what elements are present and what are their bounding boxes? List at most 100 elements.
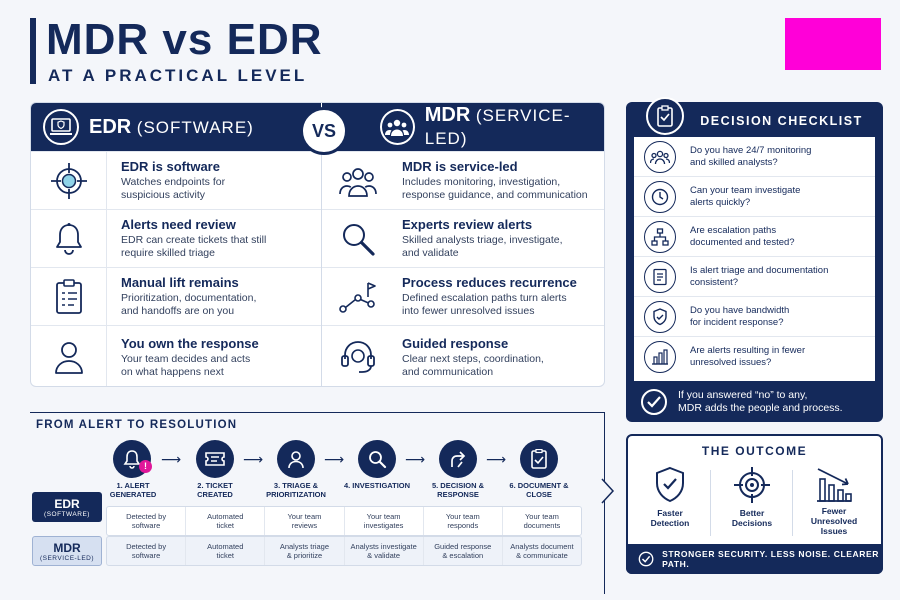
mdr-row-title: Process reduces recurrence bbox=[402, 275, 577, 290]
check-circle-icon bbox=[641, 389, 667, 415]
flow-title: FROM ALERT TO RESOLUTION bbox=[36, 419, 238, 431]
edr-row-desc: EDR can create tickets that still requir… bbox=[121, 234, 267, 259]
mdr-row-desc: Includes monitoring, investigation, resp… bbox=[402, 176, 588, 201]
outcome-footer: STRONGER SECURITY. LESS NOISE. CLEARER P… bbox=[626, 544, 883, 574]
checklist-question: Is alert triage and documentation consis… bbox=[690, 264, 829, 288]
person-icon bbox=[277, 440, 315, 478]
checklist-question: Do you have bandwidth for incident respo… bbox=[690, 304, 790, 328]
checklist-title: DECISION CHECKLIST bbox=[700, 114, 863, 128]
checklist-question: Are escalation paths documented and test… bbox=[690, 224, 795, 248]
edr-row-desc: Your team decides and acts on what happe… bbox=[121, 352, 251, 378]
edr-header-main: EDR bbox=[89, 115, 132, 138]
mdr-row-desc: Defined escalation paths turn alerts int… bbox=[402, 292, 567, 317]
ticket-icon bbox=[196, 440, 234, 478]
mdr-lane-tag: MDR (SERVICE-LED) bbox=[32, 536, 102, 566]
declining-chart-icon bbox=[817, 468, 852, 502]
target-icon bbox=[734, 467, 770, 503]
mdr-row-desc: Clear next steps, coordination, and comm… bbox=[402, 352, 544, 378]
step-label: 1. ALERT GENERATED bbox=[109, 481, 157, 499]
mdr-header-sub: (SERVICE-LED) bbox=[424, 106, 571, 148]
lane-cell: Analysts triage & prioritize bbox=[265, 537, 345, 565]
checklist-item: Are escalation paths documented and test… bbox=[634, 217, 875, 257]
step-label: 3. TRIAGE & PRIORITIZATION bbox=[266, 481, 326, 499]
step-label: 6. DOCUMENT & CLOSE bbox=[509, 481, 569, 499]
checklist-item: Can your team investigate alerts quickly… bbox=[634, 177, 875, 217]
mdr-lane: Detected by software Automated ticket An… bbox=[106, 536, 582, 566]
lane-cell: Detected by software bbox=[107, 537, 187, 565]
step-label: 5. DECISION & RESPONSE bbox=[431, 481, 485, 499]
edr-row-desc: Watches endpoints for suspicious activit… bbox=[121, 176, 226, 201]
document-icon bbox=[644, 260, 676, 293]
arrow-right-icon: ⟶ bbox=[324, 451, 345, 467]
vs-badge: VS bbox=[300, 107, 348, 155]
clipboard-check-icon bbox=[646, 97, 684, 135]
checklist-footer-text: If you answered “no” to any, MDR adds th… bbox=[678, 389, 843, 414]
magenta-block bbox=[785, 18, 881, 70]
person-icon bbox=[31, 326, 107, 386]
column-divider bbox=[321, 151, 322, 386]
mdr-row-desc: Skilled analysts triage, investigate, an… bbox=[402, 234, 563, 259]
edr-row-title: Manual lift remains bbox=[121, 275, 239, 290]
lane-cell: Your team documents bbox=[523, 512, 561, 530]
mdr-row-title: Experts review alerts bbox=[402, 217, 533, 232]
chevron-right-icon bbox=[601, 478, 615, 504]
lane-cell: Automated ticket bbox=[186, 507, 266, 535]
edr-lane-tag-main: EDR bbox=[54, 496, 80, 511]
outcome-divider bbox=[710, 470, 711, 536]
bar-chart-icon bbox=[644, 341, 676, 373]
mdr-lane-tag-sub: (SERVICE-LED) bbox=[39, 554, 95, 562]
checklist-item: Do you have 24/7 monitoring and skilled … bbox=[634, 137, 875, 177]
page-subtitle: AT A PRACTICAL LEVEL bbox=[48, 66, 308, 85]
step-alert: ! bbox=[113, 440, 153, 478]
outcome-item: Faster Detection bbox=[631, 466, 709, 528]
check-circle-icon bbox=[638, 551, 654, 567]
team-icon bbox=[644, 140, 676, 173]
shield-icon bbox=[644, 300, 676, 333]
hierarchy-icon bbox=[644, 220, 676, 253]
mdr-lane-tag-main: MDR bbox=[53, 540, 81, 555]
step-label: 2. TICKET CREATED bbox=[197, 481, 233, 499]
target-icon bbox=[31, 152, 107, 209]
checklist-question: Do you have 24/7 monitoring and skilled … bbox=[690, 144, 812, 168]
team-icon bbox=[322, 152, 394, 209]
arrow-right-icon: ⟶ bbox=[405, 451, 426, 467]
lane-cell: Analysts document & communicate bbox=[510, 542, 574, 560]
outcome-label: Better Decisions bbox=[731, 508, 773, 528]
lane-cell: Your team investigates bbox=[345, 507, 424, 535]
flow-frame bbox=[30, 412, 605, 594]
laptop-shield-icon bbox=[43, 109, 79, 145]
lane-cell: Automated ticket bbox=[186, 537, 266, 565]
checklist-item: Are alerts resulting in fewer unresolved… bbox=[634, 337, 875, 377]
outcome-item: Fewer Unresolved Issues bbox=[795, 466, 873, 536]
outcome-divider bbox=[792, 470, 793, 536]
headset-icon bbox=[322, 326, 394, 386]
arrow-right-icon: ⟶ bbox=[243, 451, 264, 467]
checklist-item: Do you have bandwidth for incident respo… bbox=[634, 297, 875, 337]
checklist-question: Are alerts resulting in fewer unresolved… bbox=[690, 345, 806, 368]
bell-icon bbox=[31, 210, 107, 267]
edr-lane: Detected by software Automated ticket Yo… bbox=[106, 506, 582, 536]
path-icon bbox=[322, 268, 394, 325]
mdr-row-title: MDR is service-led bbox=[402, 159, 518, 174]
edr-lane-tag: EDR (SOFTWARE) bbox=[32, 492, 102, 522]
lane-cell: Guided response & escalation bbox=[424, 537, 503, 565]
mdr-header: MDR (SERVICE-LED) bbox=[322, 103, 604, 151]
document-check-icon bbox=[520, 440, 558, 478]
mdr-row-title: Guided response bbox=[402, 335, 509, 351]
outcome-footer-text: STRONGER SECURITY. LESS NOISE. CLEARER P… bbox=[662, 549, 880, 569]
outcome-item: Better Decisions bbox=[713, 466, 791, 528]
decision-arrow-icon bbox=[439, 440, 477, 478]
checklist-question: Can your team investigate alerts quickly… bbox=[690, 184, 801, 208]
edr-row-title: EDR is software bbox=[121, 159, 220, 174]
lane-cell: Your team reviews bbox=[265, 507, 345, 535]
edr-header: EDR (SOFTWARE) bbox=[31, 103, 321, 151]
team-icon bbox=[380, 109, 415, 145]
lane-cell: Your team responds bbox=[424, 507, 503, 535]
shield-check-icon bbox=[656, 466, 684, 503]
clipboard-icon bbox=[31, 268, 107, 325]
